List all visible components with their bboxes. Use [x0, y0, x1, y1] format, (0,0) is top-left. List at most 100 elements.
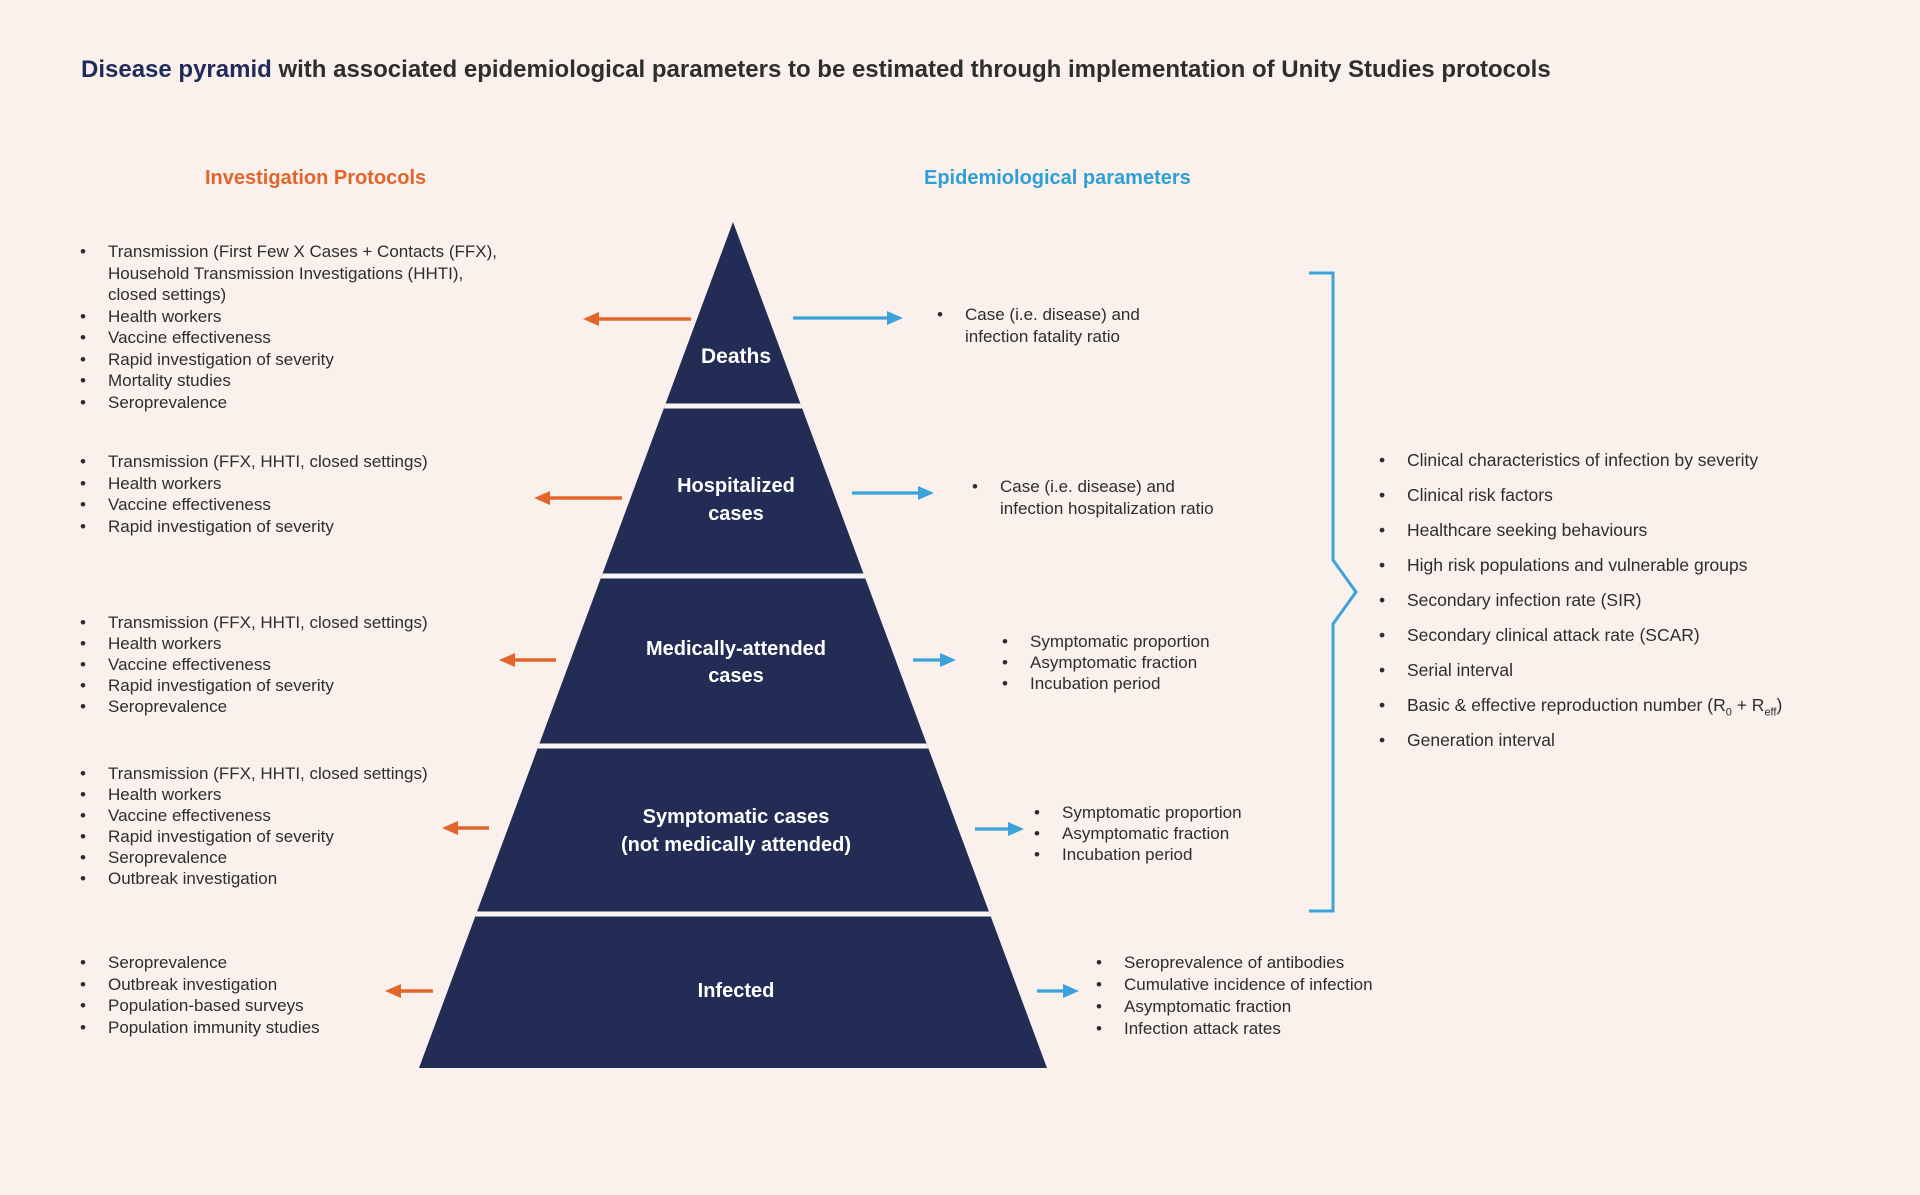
- bullet-text: Healthcare seeking behaviours: [1407, 520, 1648, 540]
- bullet-text: Transmission (FFX, HHTI, closed settings…: [108, 764, 428, 783]
- bullet-icon: •: [80, 392, 86, 412]
- bullet-text: Population immunity studies: [108, 1017, 320, 1037]
- bullet-icon: •: [80, 996, 86, 1015]
- bullet-icon: •: [80, 306, 86, 326]
- bullet-item: •Infection attack rates: [1096, 1018, 1436, 1040]
- bullet-icon: •: [80, 806, 86, 825]
- bullet-item: •Transmission (FFX, HHTI, closed setting…: [80, 612, 500, 633]
- bullet-text: Rapid investigation of severity: [108, 827, 334, 846]
- bullet-text: Seroprevalence: [108, 392, 228, 412]
- bullet-item: •Asymptomatic fraction: [1002, 652, 1292, 673]
- bullet-text: Seroprevalence: [108, 697, 228, 716]
- bullet-text: Secondary infection rate (SIR): [1407, 590, 1642, 610]
- bullet-icon: •: [80, 655, 86, 674]
- bullet-icon: •: [1002, 674, 1008, 693]
- bullet-item: • Basic & effective reproduction number (…: [1379, 694, 1909, 719]
- bullet-item: •Secondary clinical attack rate (SCAR): [1379, 624, 1909, 646]
- bullet-item: •Symptomatic proportion: [1002, 631, 1292, 652]
- pyramid-level-label-medically-attended: Medically-attended cases: [645, 638, 827, 687]
- bullet-icon: •: [80, 953, 86, 972]
- bullet-icon: •: [1096, 953, 1102, 972]
- bullet-icon: •: [80, 634, 86, 653]
- bullet-icon: •: [937, 305, 943, 324]
- investigation-protocols-group-medically-attended: •Transmission (FFX, HHTI, closed setting…: [80, 612, 500, 717]
- bullet-text: Seroprevalence of antibodies: [1124, 953, 1345, 972]
- investigation-protocols-header: Investigation Protocols: [205, 167, 427, 189]
- blue-arrow-right-icon: [913, 653, 956, 667]
- bullet-item: • High risk populations and vulnerable gr…: [1379, 554, 1909, 576]
- bullet-text: Health workers: [108, 473, 222, 493]
- bullet-text: Incubation period: [1062, 845, 1193, 864]
- bullet-item: • Vaccine effectiveness: [80, 654, 500, 675]
- bullet-icon: •: [80, 452, 86, 471]
- bullet-text: Incubation period: [1030, 674, 1161, 693]
- bullet-item: •Rapid investigation of severity: [80, 675, 500, 696]
- page-title-rest: with associated epidemiological paramete…: [271, 56, 1551, 83]
- bullet-text: Transmission (FFX, HHTI, closed settings…: [108, 452, 428, 471]
- bullet-icon: •: [80, 613, 86, 632]
- bullet-text: Basic & effective reproduction number (R…: [1407, 695, 1783, 719]
- bullet-item: • Incubation period: [1002, 673, 1292, 694]
- bullet-text: Secondary clinical attack rate (SCAR): [1407, 625, 1700, 645]
- bullet-item: •Case (i.e. disease) and infection hospi…: [972, 476, 1272, 519]
- bullet-icon: •: [1379, 555, 1386, 575]
- bullet-icon: •: [80, 495, 86, 514]
- bullet-text: Asymptomatic fraction: [1124, 997, 1292, 1016]
- bullet-item: •Population-based surveys: [80, 995, 500, 1017]
- bullet-icon: •: [1002, 632, 1008, 651]
- bullet-icon: •: [80, 371, 86, 390]
- blue-arrow-right-icon: [793, 311, 903, 325]
- bullet-text: Clinical characteristics of infection by…: [1407, 450, 1759, 470]
- bullet-icon: •: [1379, 730, 1386, 750]
- bullet-text: Vaccine effectiveness: [108, 655, 271, 674]
- bullet-icon: •: [80, 349, 86, 369]
- bullet-text: Health workers: [108, 306, 222, 326]
- bullet-icon: •: [1379, 590, 1386, 610]
- bullet-text: Asymptomatic fraction: [1062, 824, 1230, 843]
- investigation-protocols-group-deaths: •Transmission (First Few X Cases + Conta…: [80, 241, 530, 413]
- bullet-item: • Health workers: [80, 306, 530, 328]
- orange-arrow-left-icon: [499, 653, 556, 667]
- pyramid-level-label-hospitalized: Hospitalized cases: [677, 475, 795, 525]
- pyramid-level-label-deaths: Deaths: [700, 345, 772, 368]
- bullet-item: •Healthcare seeking behaviours: [1379, 519, 1909, 541]
- bullet-text: Vaccine effectiveness: [108, 495, 271, 514]
- bullet-icon: •: [972, 477, 978, 496]
- page-title: Disease pyramid with associated epidemio…: [81, 56, 1551, 84]
- bullet-item: • Population immunity studies: [80, 1017, 500, 1039]
- bullet-icon: •: [1379, 485, 1386, 505]
- bullet-icon: •: [1379, 695, 1386, 715]
- bullet-item: •Health workers: [80, 473, 500, 495]
- bullet-item: •Vaccine effectiveness: [80, 805, 500, 826]
- bullet-text: High risk populations and vulnerable gro…: [1407, 555, 1748, 575]
- bullet-item: •Transmission (FFX, HHTI, closed setting…: [80, 763, 500, 784]
- bullet-text: Outbreak investigation: [108, 974, 278, 994]
- orange-arrow-left-icon: [583, 312, 691, 326]
- epi-parameters-group-infected: •Seroprevalence of antibodies•Cumulative…: [1096, 952, 1436, 1040]
- bullet-item: •Symptomatic proportion: [1034, 802, 1324, 823]
- bullet-icon: •: [1034, 845, 1040, 864]
- bullet-item: •Vaccine effectiveness: [80, 327, 530, 349]
- bullet-icon: •: [1379, 450, 1386, 470]
- bullet-text: Serial interval: [1407, 660, 1514, 680]
- blue-arrow-right-icon: [975, 822, 1024, 836]
- bullet-item: •Seroprevalence: [80, 847, 500, 868]
- bullet-item: •Transmission (First Few X Cases + Conta…: [80, 241, 530, 306]
- bullet-icon: •: [80, 676, 86, 695]
- bullet-item: •Mortality studies: [80, 370, 530, 392]
- bullet-item: • Clinical characteristics of infection b…: [1379, 449, 1909, 471]
- bullet-icon: •: [80, 1017, 86, 1037]
- bullet-text: Vaccine effectiveness: [108, 328, 271, 347]
- bullet-text: Clinical risk factors: [1407, 485, 1553, 505]
- bullet-text: Health workers: [108, 634, 222, 653]
- bullet-icon: •: [1096, 1019, 1102, 1038]
- bullet-text: Generation interval: [1407, 730, 1555, 750]
- bullet-text: Symptomatic proportion: [1062, 803, 1242, 822]
- bullet-text: Outbreak investigation: [108, 869, 278, 888]
- bullet-text: Rapid investigation of severity: [108, 516, 334, 536]
- pyramid-level-label-symptomatic: Symptomatic cases (not medically attende…: [620, 806, 852, 856]
- epi-parameters-group-medically-attended: •Symptomatic proportion•Asymptomatic fra…: [1002, 631, 1292, 694]
- bullet-item: •Seroprevalence: [80, 696, 500, 717]
- bullet-item: • Transmission (FFX, HHTI, closed setting…: [80, 451, 500, 473]
